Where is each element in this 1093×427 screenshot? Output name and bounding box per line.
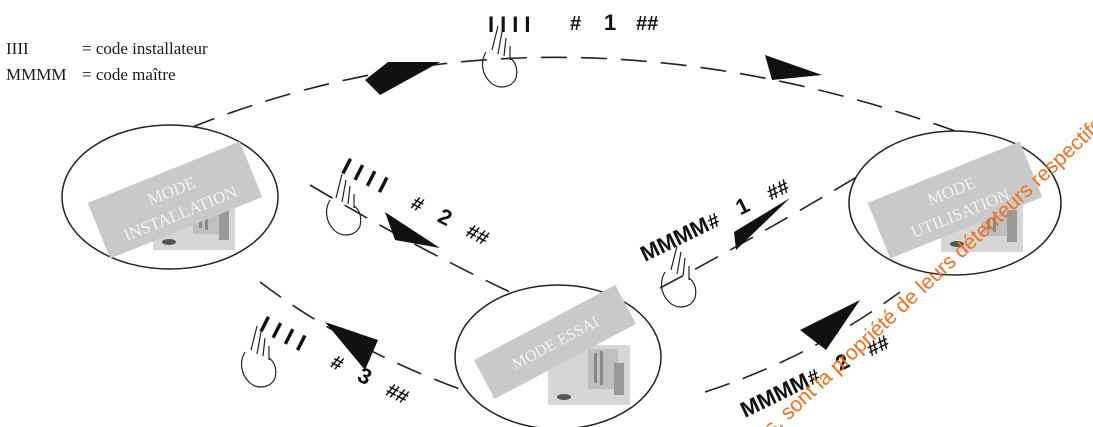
transition-4-num: 1 bbox=[732, 192, 754, 220]
transition-4-label: MMMM # 1 ## bbox=[636, 173, 793, 267]
mode-essai-node: MODE ESSAI bbox=[455, 285, 661, 427]
arrowhead-1 bbox=[365, 62, 440, 95]
transition-2-end: ## bbox=[462, 220, 492, 250]
arrowhead-2 bbox=[765, 55, 822, 80]
transition-3-code: IIII bbox=[255, 311, 316, 360]
transition-2-hash: # bbox=[407, 192, 427, 217]
arrowhead-3 bbox=[385, 212, 440, 248]
transition-1-label: IIII # 1 ## bbox=[483, 10, 659, 87]
transition-1-code: IIII bbox=[488, 12, 536, 37]
transition-1-end: ## bbox=[636, 13, 658, 35]
transition-4-code: MMMM bbox=[636, 212, 713, 267]
transition-1-num: 1 bbox=[604, 10, 616, 35]
link-installation-to-utilisation bbox=[190, 57, 985, 142]
transition-1-hash: # bbox=[570, 13, 581, 35]
transition-3-num: 3 bbox=[354, 362, 376, 390]
transition-2-num: 2 bbox=[434, 203, 456, 231]
transition-3-hash: # bbox=[327, 351, 347, 376]
transition-2-code: IIII bbox=[337, 153, 398, 202]
transition-4-end: ## bbox=[763, 176, 793, 206]
transition-3-end: ## bbox=[382, 379, 412, 409]
mode-installation-node: MODE INSTALLATION bbox=[62, 125, 278, 269]
